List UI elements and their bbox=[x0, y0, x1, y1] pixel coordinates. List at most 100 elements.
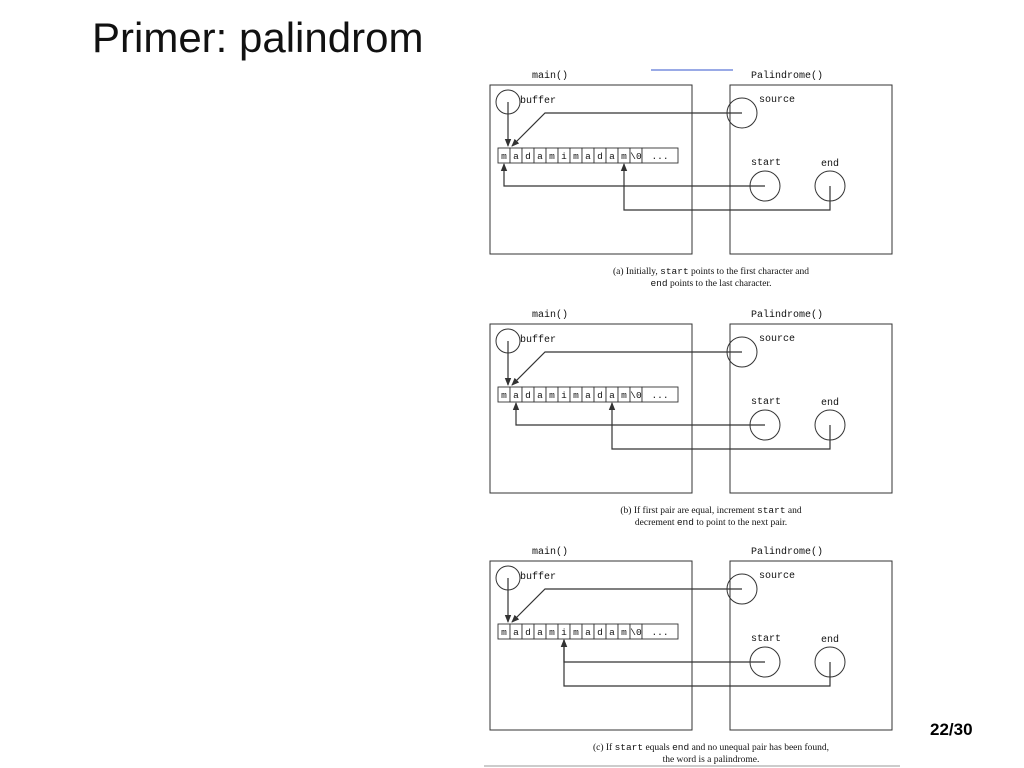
buffer-cell bbox=[641, 623, 679, 640]
buffer-char: m bbox=[621, 151, 627, 162]
buffer-char: d bbox=[597, 151, 603, 162]
palindrome-label: Palindrome() bbox=[751, 309, 823, 321]
buffer-char: a bbox=[513, 390, 519, 401]
buffer-char: a bbox=[537, 627, 543, 638]
caption-text: to point to the next pair. bbox=[694, 518, 787, 528]
buffer-char: a bbox=[513, 151, 519, 162]
buffer-char: i bbox=[561, 151, 567, 162]
end-arrow bbox=[560, 639, 831, 687]
source-arrow bbox=[511, 588, 742, 623]
caption-text: points to the last character. bbox=[668, 279, 772, 289]
buffer-char: m bbox=[501, 151, 507, 162]
page-number: 22/30 bbox=[930, 720, 973, 739]
caption-code: start bbox=[615, 742, 644, 753]
buffer-char: d bbox=[525, 627, 531, 638]
caption-line-1: (c) If start equals end and no unequal p… bbox=[593, 742, 829, 753]
buffer-char: a bbox=[537, 151, 543, 162]
buffer-char: a bbox=[537, 390, 543, 401]
end-label: end bbox=[821, 397, 839, 409]
buffer-char: d bbox=[597, 627, 603, 638]
buffer-char: m bbox=[549, 627, 555, 638]
buffer-char: d bbox=[525, 390, 531, 401]
start-arrow bbox=[500, 163, 765, 187]
end-label: end bbox=[821, 158, 839, 170]
buffer-char: m bbox=[549, 151, 555, 162]
buffer-char: m bbox=[573, 627, 579, 638]
caption-line-1: (b) If first pair are equal, increment s… bbox=[620, 505, 801, 516]
buffer-label: buffer bbox=[520, 334, 556, 346]
palindrome-label: Palindrome() bbox=[751, 70, 823, 82]
source-arrow bbox=[511, 351, 742, 386]
caption-text: equals bbox=[643, 743, 672, 753]
start-arrow bbox=[560, 639, 765, 663]
caption-line-2: the word is a palindrome. bbox=[663, 755, 760, 765]
source-label: source bbox=[759, 571, 795, 582]
source-arrow bbox=[511, 112, 742, 147]
buffer-char: m bbox=[621, 390, 627, 401]
main-frame bbox=[489, 560, 693, 731]
end-label: end bbox=[821, 634, 839, 646]
buffer-char: \0 bbox=[630, 390, 642, 401]
buffer-char: m bbox=[621, 627, 627, 638]
caption-text: decrement bbox=[635, 518, 677, 528]
caption-line-1: (a) Initially, start points to the first… bbox=[613, 266, 809, 277]
end-arrow bbox=[620, 163, 831, 211]
caption-line-2: end points to the last character. bbox=[650, 278, 771, 289]
caption-text: and bbox=[786, 506, 802, 516]
buffer-char: ... bbox=[651, 151, 668, 162]
buffer-char: d bbox=[597, 390, 603, 401]
main-label: main() bbox=[532, 309, 568, 321]
buffer-cell bbox=[641, 147, 679, 164]
main-label: main() bbox=[532, 546, 568, 558]
caption-text: points to the first character and bbox=[689, 266, 810, 277]
buffer-char: m bbox=[573, 151, 579, 162]
caption-text: and no unequal pair has been found, bbox=[689, 742, 829, 753]
buffer-char: ... bbox=[651, 627, 668, 638]
buffer-char: \0 bbox=[630, 151, 642, 162]
start-label: start bbox=[751, 158, 781, 169]
caption-code: end bbox=[672, 742, 689, 753]
buffer-char: m bbox=[501, 627, 507, 638]
palindrome-frame bbox=[729, 560, 893, 731]
caption-code: start bbox=[660, 266, 689, 277]
buffer-char: a bbox=[609, 390, 615, 401]
buffer-char: m bbox=[501, 390, 507, 401]
buffer-char: i bbox=[561, 390, 567, 401]
palindrome-frame bbox=[729, 84, 893, 255]
buffer-char: ... bbox=[651, 390, 668, 401]
start-arrow bbox=[512, 402, 765, 426]
buffer-char: i bbox=[561, 627, 567, 638]
caption-text: the word is a palindrome. bbox=[663, 755, 760, 765]
caption-code: start bbox=[757, 505, 786, 516]
palindrome-frame bbox=[729, 323, 893, 494]
caption-text: (c) If bbox=[593, 742, 615, 753]
start-label: start bbox=[751, 634, 781, 645]
caption-text: (a) Initially, bbox=[613, 266, 660, 277]
palindrome-label: Palindrome() bbox=[751, 546, 823, 558]
source-label: source bbox=[759, 95, 795, 106]
buffer-label: buffer bbox=[520, 571, 556, 583]
caption-text: (b) If first pair are equal, increment bbox=[620, 505, 757, 516]
buffer-char: \0 bbox=[630, 627, 642, 638]
caption-code: end bbox=[677, 517, 694, 528]
source-label: source bbox=[759, 334, 795, 345]
buffer-char: a bbox=[513, 627, 519, 638]
buffer-char: a bbox=[585, 390, 591, 401]
buffer-char: d bbox=[525, 151, 531, 162]
buffer-char: a bbox=[585, 627, 591, 638]
buffer-char: m bbox=[573, 390, 579, 401]
buffer-label: buffer bbox=[520, 95, 556, 107]
slide-title: Primer: palindrom bbox=[92, 14, 424, 61]
main-label: main() bbox=[532, 70, 568, 82]
buffer-char: m bbox=[549, 390, 555, 401]
buffer-cell bbox=[641, 386, 679, 403]
buffer-char: a bbox=[585, 151, 591, 162]
main-frame bbox=[489, 84, 693, 255]
buffer-char: a bbox=[609, 627, 615, 638]
caption-code: end bbox=[650, 278, 667, 289]
start-label: start bbox=[751, 397, 781, 408]
